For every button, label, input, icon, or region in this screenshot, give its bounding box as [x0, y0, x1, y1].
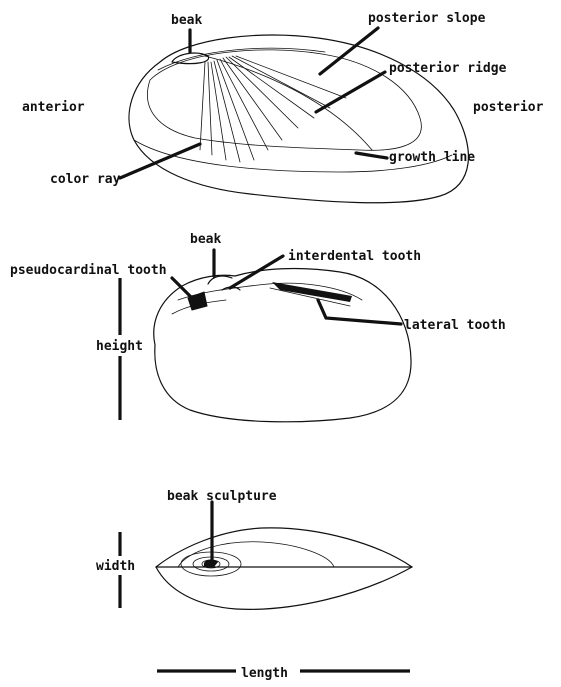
label-width: width: [96, 559, 135, 574]
label-color-ray: color ray: [50, 172, 121, 187]
dorsal-inner-contour: [178, 542, 334, 567]
color-ray-leader: [120, 144, 200, 178]
posterior-ridge-leader: [316, 72, 385, 112]
label-pseudocardinal-tooth: pseudocardinal tooth: [10, 263, 167, 278]
posterior-ridge-line: [205, 56, 372, 150]
label-growth-line: growth line: [389, 150, 475, 165]
growth-ring-inner: [147, 50, 421, 150]
label-beak-top: beak: [171, 13, 202, 28]
interior-view: beak interdental tooth pseudocardinal to…: [10, 232, 506, 422]
label-posterior-slope: posterior slope: [368, 11, 486, 26]
posterior-slope-leader: [320, 28, 378, 74]
label-anterior: anterior: [22, 100, 85, 115]
dorsal-view: beak sculpture width length: [96, 489, 412, 681]
exterior-view: beak posterior slope posterior ridge ant…: [22, 11, 544, 203]
dorsal-shell-lower: [156, 567, 412, 609]
lateral-tooth-leader: [318, 300, 401, 324]
label-interdental-tooth: interdental tooth: [288, 249, 421, 264]
label-posterior: posterior: [473, 100, 544, 115]
growth-line-leader: [356, 153, 387, 158]
interior-shell-outline: [154, 269, 411, 422]
label-beak-mid: beak: [190, 232, 221, 247]
label-length: length: [241, 666, 288, 681]
label-beak-sculpture: beak sculpture: [167, 489, 277, 504]
label-height: height: [96, 339, 143, 354]
label-lateral-tooth: lateral tooth: [404, 318, 506, 333]
label-posterior-ridge: posterior ridge: [389, 61, 507, 76]
interior-beak: [208, 276, 232, 284]
